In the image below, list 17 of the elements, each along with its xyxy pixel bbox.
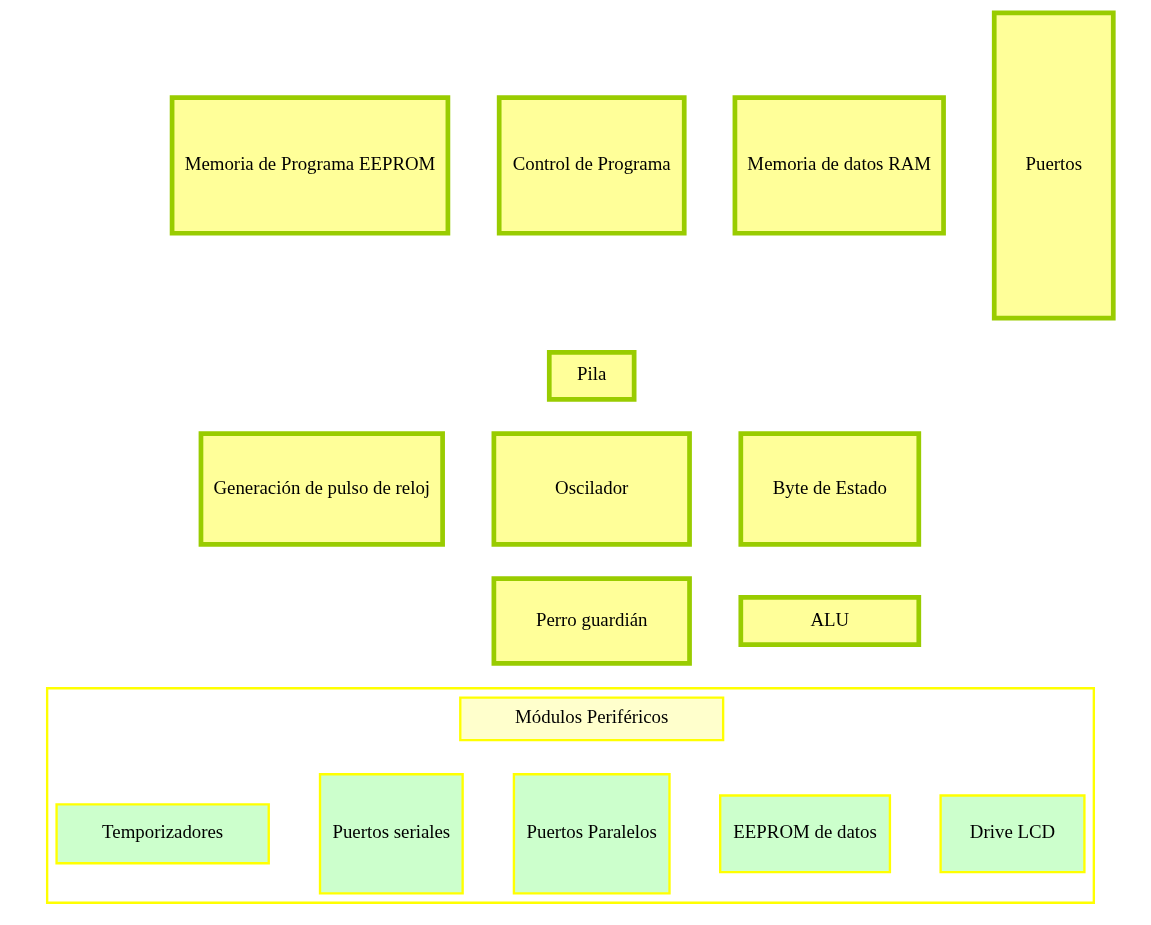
node-box: Drive LCD xyxy=(939,794,1086,874)
node-box: Puertos xyxy=(991,10,1116,321)
cluster xyxy=(45,687,1095,904)
node-box: Temporizadores xyxy=(55,803,270,865)
node-box: Perro guardián xyxy=(491,576,692,666)
node-box: Memoria de datos RAM xyxy=(732,95,946,236)
node-box: Control de Programa xyxy=(496,95,687,236)
node-box: Oscilador xyxy=(491,431,692,547)
node-box: EEPROM de datos xyxy=(719,794,892,874)
node-box: Puertos seriales xyxy=(318,773,464,895)
node-box: Generación de pulso de reloj xyxy=(198,431,445,547)
node-box: Memoria de Programa EEPROM xyxy=(169,95,451,236)
node-box: Pila xyxy=(546,349,637,402)
node-box: Módulos Periféricos xyxy=(459,696,725,742)
node-box: Byte de Estado xyxy=(738,431,922,547)
node-box: Puertos Paralelos xyxy=(512,773,671,895)
node-box: ALU xyxy=(738,595,922,647)
